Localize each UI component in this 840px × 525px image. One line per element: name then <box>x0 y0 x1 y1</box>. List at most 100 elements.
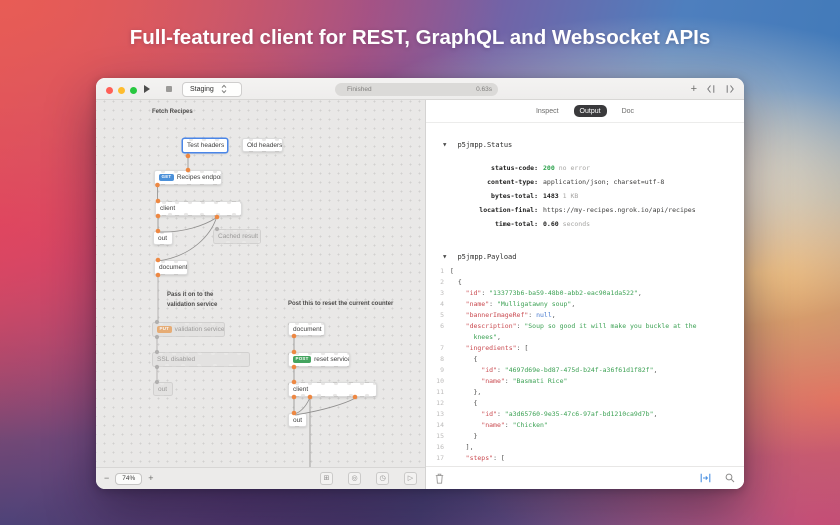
node-label: client <box>293 386 309 393</box>
node-label: out <box>158 234 168 242</box>
run-status-label: Finished <box>347 85 372 93</box>
status-row: content-type:application/json; charset=u… <box>487 178 665 186</box>
target-icon[interactable]: ◎ <box>348 472 361 485</box>
node-out-2[interactable]: out <box>153 382 173 396</box>
frame-icon[interactable]: ⊞ <box>320 472 333 485</box>
run-duration-label: 0.63s <box>476 85 492 93</box>
code-line: 5 "bannerImageRef": null, <box>440 310 556 319</box>
node-document-2[interactable]: document <box>288 322 325 336</box>
node-client-1[interactable]: client <box>155 201 242 216</box>
panel-left-icon <box>707 85 715 93</box>
node-ssl-disabled[interactable]: SSL disabled <box>152 352 250 367</box>
panel-right-icon <box>726 85 734 93</box>
node-label: out <box>293 416 303 424</box>
node-canvas[interactable]: Fetch Recipes Pass it on to the validati… <box>96 100 425 467</box>
code-line: 10 "name": "Basmati Rice" <box>436 376 568 385</box>
clear-output-button[interactable] <box>435 473 444 484</box>
code-line: 14 "name": "Chicken" <box>436 420 548 429</box>
code-line: 12 { <box>436 398 478 407</box>
status-section-title: p5jmpp.Status <box>457 141 513 149</box>
node-validation-service[interactable]: PUT validation service <box>152 322 225 337</box>
code-line: 17 "steps": [ <box>436 453 505 462</box>
node-label: out <box>158 385 168 393</box>
run-status-bar: Finished 0.63s <box>335 82 498 96</box>
method-badge-put: PUT <box>157 325 172 334</box>
zoom-level[interactable]: 74% <box>115 472 143 485</box>
toggle-left-panel-button[interactable] <box>706 84 716 94</box>
payload-section-title: p5jmpp.Payload <box>457 253 517 261</box>
minimize-window-button[interactable] <box>118 86 125 94</box>
search-icon <box>725 473 735 483</box>
node-label: Recipes endpoint <box>176 174 222 181</box>
stop-icon[interactable] <box>166 86 172 92</box>
hero-title: Full-featured client for REST, GraphQL a… <box>129 26 711 49</box>
group-label-reset: Post this to reset the current counter <box>288 301 394 307</box>
node-label: client <box>160 205 176 212</box>
node-label: Cached result <box>218 233 259 240</box>
wrap-lines-button[interactable] <box>700 473 711 483</box>
method-badge-post: POST <box>293 355 312 364</box>
search-output-button[interactable] <box>725 473 735 483</box>
connections-layer <box>154 153 358 467</box>
environment-select[interactable]: Staging <box>182 82 242 97</box>
tab-output[interactable]: Output <box>573 105 607 117</box>
payload-code: 1[ 2 { 3 "id": "133773b6-ba59-48b0-abb2-ea… <box>426 265 744 463</box>
zoom-in-button[interactable]: + <box>148 473 154 483</box>
collapse-triangle-icon: ▼ <box>443 254 447 260</box>
step-icon[interactable]: ▷ <box>404 472 417 485</box>
node-label: SSL disabled <box>157 356 196 363</box>
node-label: document <box>293 325 322 333</box>
code-line: 16 ], <box>436 442 474 451</box>
inspector-panel: Inspect Output Doc ▼ p5jmpp.Status statu… <box>425 100 744 489</box>
run-icon[interactable] <box>144 85 150 93</box>
node-recipes-endpoint[interactable]: GET Recipes endpoint <box>154 170 222 185</box>
node-out-3[interactable]: out <box>288 413 307 427</box>
node-client-2[interactable]: client <box>288 382 377 397</box>
node-test-headers[interactable]: Test headers <box>182 138 228 153</box>
canvas-toolbar: − 74% + ⊞ ◎ ◷ ▷ <box>96 467 425 489</box>
app-window: Staging Finished 0.63s + <box>96 78 744 489</box>
method-badge-get: GET <box>159 173 174 182</box>
history-icon[interactable]: ◷ <box>376 472 389 485</box>
code-line: 15 } <box>436 431 478 440</box>
updown-chevrons-icon <box>221 84 227 94</box>
node-out-1[interactable]: out <box>153 231 173 245</box>
code-line: 3 "id": "133773b6-ba59-48b0-abb2-eac90a1… <box>440 288 642 297</box>
node-cached-result[interactable]: Cached result <box>213 229 261 244</box>
code-line: 13 "id": "a3d65760-9e35-47c6-97af-bd1210… <box>436 409 658 418</box>
node-reset-service[interactable]: POST reset service <box>288 352 350 367</box>
node-document-1[interactable]: document <box>154 260 188 275</box>
code-line: 6 "description": "Soup so good it will m… <box>440 321 697 330</box>
close-window-button[interactable] <box>106 86 113 94</box>
group-label-validation: Pass it on to the validation service <box>167 292 218 308</box>
new-tab-button[interactable]: + <box>690 82 697 95</box>
node-label: Old headers <box>247 141 283 149</box>
code-line: 4 "name": "Mulligatawny soup", <box>440 299 576 308</box>
tab-doc[interactable]: Doc <box>621 107 635 115</box>
code-line: 2 { <box>440 277 462 286</box>
code-line: 9 "id": "4697d69e-bd87-475d-b24f-a36f61d… <box>440 365 658 374</box>
status-row: location-final:https://my-recipes.ngrok.… <box>479 206 696 214</box>
tab-inspect[interactable]: Inspect <box>535 107 559 115</box>
collapse-triangle-icon: ▼ <box>443 142 447 148</box>
zoom-out-button[interactable]: − <box>104 473 110 483</box>
node-old-headers[interactable]: Old headers <box>242 138 283 152</box>
code-line: knees", <box>473 332 501 341</box>
toggle-right-panel-button[interactable] <box>725 84 735 94</box>
code-line: 1[ <box>440 266 454 275</box>
payload-section-header[interactable]: ▼ p5jmpp.Payload <box>443 253 516 261</box>
status-section-header[interactable]: ▼ p5jmpp.Status <box>443 141 512 149</box>
code-line: 7 "ingredients": [ <box>440 343 529 352</box>
node-label: reset service <box>314 356 350 363</box>
code-line: 11 }, <box>436 387 482 396</box>
fullscreen-window-button[interactable] <box>130 86 137 94</box>
wrap-text-icon <box>700 473 711 483</box>
environment-label: Staging <box>190 85 214 93</box>
node-label: Test headers <box>187 142 225 149</box>
inspector-toolbar <box>426 466 744 489</box>
